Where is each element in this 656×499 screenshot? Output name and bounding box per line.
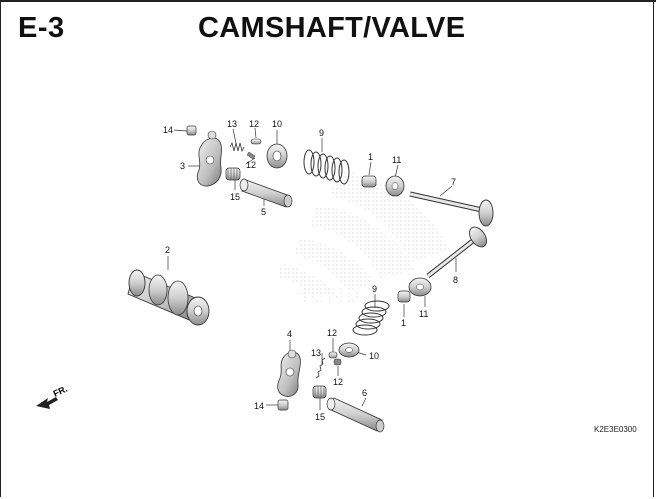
front-direction-label: FR. — [52, 384, 69, 399]
callout-11-lower: 11 — [419, 309, 428, 319]
lock-nut-lower — [277, 399, 289, 411]
callout-labels: 14 13 12 10 9 1 11 7 3 12 15 5 2 8 9 1 1… — [163, 119, 458, 422]
valve-spring-lower — [352, 300, 390, 336]
callout-12-upper: 12 — [249, 119, 259, 129]
rocker-shaft-upper — [239, 178, 293, 208]
callout-1-upper: 1 — [368, 152, 373, 162]
coil-spring-lower — [312, 385, 327, 399]
exhaust-valve — [409, 191, 494, 227]
small-spring-lower — [315, 357, 326, 379]
rocker-arm-upper — [196, 130, 222, 187]
honda-watermark-text: HONDA — [292, 284, 379, 307]
pin-lower — [328, 351, 342, 366]
rocker-arm-lower — [277, 349, 301, 397]
honda-wing-watermark: HONDA — [278, 170, 450, 307]
callout-13-upper: 13 — [227, 119, 237, 129]
callout-12-lower-second: 12 — [333, 377, 343, 387]
camshaft — [127, 269, 210, 326]
callout-12-lower: 12 — [327, 328, 337, 338]
callout-9-upper: 9 — [319, 128, 324, 138]
front-direction-arrow — [36, 397, 58, 409]
valve-stem-seal-upper — [361, 175, 377, 188]
callout-10-lower: 10 — [369, 351, 379, 361]
callout-14-lower: 14 — [254, 401, 264, 411]
callout-10-upper: 10 — [272, 119, 282, 129]
spring-seat-upper — [385, 175, 405, 197]
callout-6: 6 — [362, 388, 367, 398]
pin-upper — [246, 138, 262, 160]
callout-9-lower: 9 — [372, 284, 377, 294]
callout-11-upper: 11 — [392, 155, 401, 165]
callout-3: 3 — [180, 161, 185, 171]
small-spring-upper — [229, 141, 245, 153]
valve-spring-upper — [303, 149, 350, 185]
callout-15-lower: 15 — [315, 412, 325, 422]
callout-8: 8 — [453, 275, 458, 285]
rocker-shaft-lower — [326, 397, 385, 433]
callout-1-lower: 1 — [401, 318, 406, 328]
callout-2: 2 — [165, 245, 170, 255]
drawing-code: K2E3E0300 — [594, 425, 637, 434]
callout-15-upper: 15 — [230, 192, 240, 202]
callout-12-upper-second: 12 — [246, 160, 256, 170]
top-rule — [0, 0, 656, 2]
callout-14-upper: 14 — [163, 125, 173, 135]
intake-valve — [426, 226, 487, 278]
spring-seat-lower — [408, 277, 432, 297]
callout-13-lower: 13 — [311, 348, 321, 358]
callout-4: 4 — [287, 329, 292, 339]
coil-spring-upper — [225, 167, 241, 181]
callout-7: 7 — [451, 177, 456, 187]
spring-retainer-upper — [266, 143, 288, 169]
lock-nut-upper — [186, 125, 197, 136]
valve-stem-seal-lower — [397, 290, 411, 303]
spring-retainer-lower — [338, 342, 360, 358]
callout-5: 5 — [261, 207, 266, 217]
section-code: E-3 — [18, 12, 65, 44]
page-title: CAMSHAFT/VALVE — [198, 12, 466, 44]
